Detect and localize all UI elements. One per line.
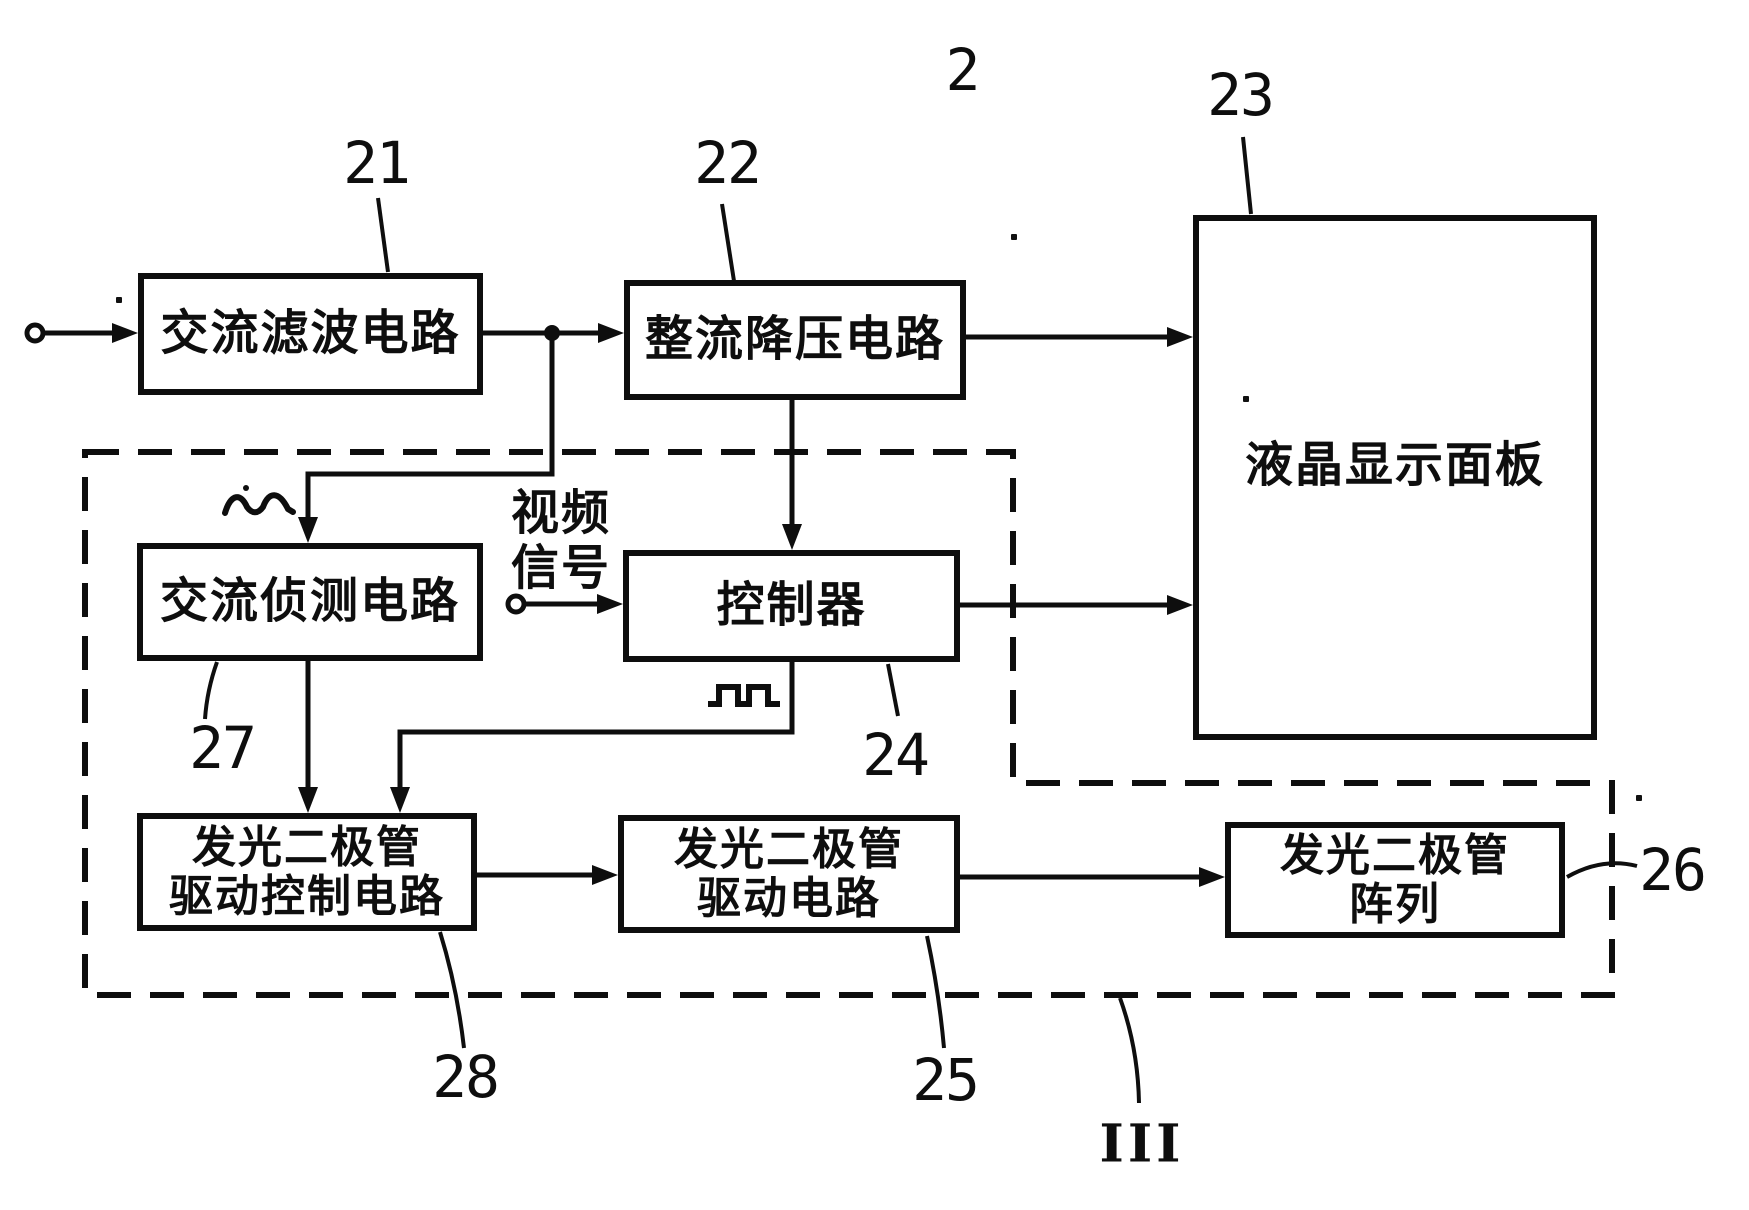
block-rectifier-buck-circuit: 整流降压电路	[624, 280, 966, 400]
block-label: 整流降压电路	[644, 311, 945, 368]
ref-label-26: 26	[1639, 836, 1707, 904]
video-signal-line1: 视频	[510, 485, 611, 541]
ref-label-24: 24	[862, 721, 930, 789]
block-label: 液晶显示面板	[1244, 437, 1545, 493]
block-label: 交流侦测电路	[159, 573, 460, 630]
ac-wave-dot	[243, 485, 249, 491]
block-label-line1: 发光二极管	[1280, 829, 1510, 881]
dashed-boundary	[82, 449, 1615, 998]
scan-speck	[1636, 795, 1642, 801]
block-label-line1: 发光二极管	[674, 823, 904, 875]
block-led-driver-circuit: 发光二极管 驱动电路	[618, 815, 960, 933]
pointer-22	[720, 203, 736, 282]
video-signal-line2: 信号	[510, 540, 611, 596]
ref-label-25: 25	[912, 1046, 980, 1114]
block-ac-filter-circuit: 交流滤波电路	[138, 273, 483, 395]
pointer-28	[438, 931, 466, 1049]
ref-label-iii: III	[1099, 1113, 1185, 1175]
block-controller: 控制器	[623, 550, 960, 662]
scan-speck	[116, 297, 122, 303]
pwm-wave-icon	[708, 684, 780, 707]
block-label: 交流滤波电路	[160, 305, 461, 362]
ref-label-2: 2	[945, 36, 981, 104]
block-led-drive-control-circuit: 发光二极管 驱动控制电路	[137, 813, 477, 931]
block-led-array: 发光二极管 阵列	[1225, 822, 1565, 938]
block-ac-detect-circuit: 交流侦测电路	[137, 543, 483, 661]
ac-wave-icon	[222, 492, 296, 516]
block-label-line2: 阵列	[1349, 879, 1441, 930]
block-label: 控制器	[716, 577, 867, 634]
ref-label-23: 23	[1207, 61, 1275, 129]
block-lcd-panel: 液晶显示面板	[1193, 215, 1597, 740]
block-label-line2: 驱动控制电路	[169, 871, 445, 922]
scan-speck	[1011, 234, 1017, 240]
pointer-24	[886, 663, 900, 717]
scan-speck	[1243, 396, 1249, 402]
pointer-23	[1241, 136, 1253, 215]
pointer-26	[1566, 861, 1638, 879]
ref-label-27: 27	[189, 714, 257, 782]
pointer-21	[376, 197, 390, 273]
line-junction-to-ac-detect	[305, 333, 555, 517]
video-input-terminal	[505, 593, 527, 615]
reference-pointer-lines	[203, 136, 1638, 1104]
video-signal-label: 视频 信号	[498, 486, 624, 596]
ac-input-terminal	[24, 322, 46, 344]
ref-label-21: 21	[343, 129, 411, 197]
ref-label-28: 28	[432, 1043, 500, 1111]
pointer-iii	[1118, 997, 1141, 1104]
pointer-27	[203, 661, 219, 720]
ref-label-22: 22	[694, 129, 762, 197]
arrowheads	[112, 323, 1225, 887]
block-label-line2: 驱动电路	[697, 873, 881, 924]
block-label-line1: 发光二极管	[192, 821, 422, 873]
pointer-25	[925, 935, 946, 1049]
line-controller-to-led-ctrl	[397, 662, 795, 787]
